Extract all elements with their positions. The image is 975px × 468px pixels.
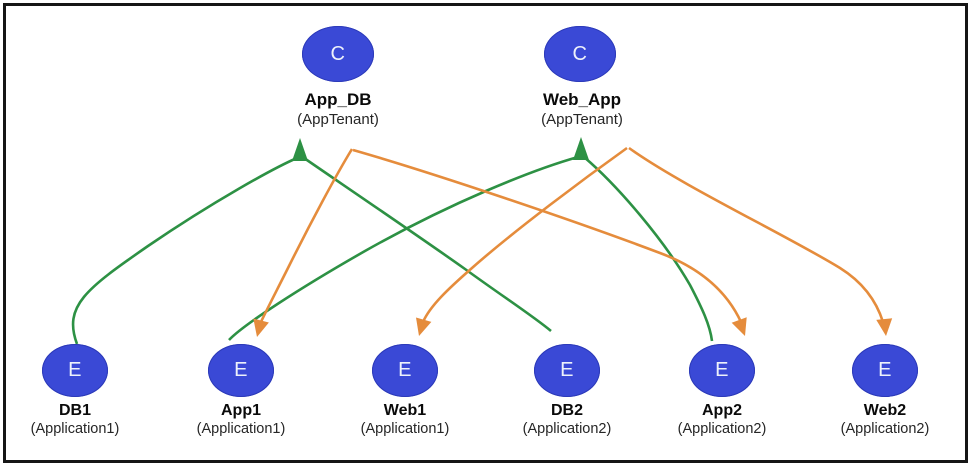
- endpoint-label-web2: Web2 (Application2): [815, 401, 955, 438]
- provider-edge-app1-to-web_app: [228, 155, 579, 341]
- endpoint-label-app1: App1 (Application1): [171, 401, 311, 438]
- consumer-arrowhead-app1: [253, 318, 269, 337]
- endpoint-application: (Application2): [677, 421, 767, 437]
- contract-badge: C: [572, 42, 588, 65]
- consumer-arrowhead-app2: [731, 317, 747, 336]
- contract-name: Web_App: [542, 90, 622, 109]
- consumer-arrowhead-web1: [415, 317, 432, 336]
- endpoint-name: App2: [702, 402, 742, 419]
- contract-node-app-db: C: [302, 26, 374, 82]
- endpoint-application: (Application1): [360, 421, 450, 437]
- endpoint-label-app2: App2 (Application2): [652, 401, 792, 438]
- consumer-edge-web_app-to-web2: [628, 146, 885, 323]
- endpoint-badge: E: [234, 359, 248, 381]
- provider-edge-db2-to-app_db: [303, 156, 552, 332]
- endpoint-application: (Application2): [522, 421, 612, 437]
- contract-tenant: (AppTenant): [297, 111, 379, 128]
- endpoint-name: DB1: [58, 402, 91, 419]
- endpoint-badge: E: [715, 359, 729, 381]
- endpoint-node-app1: E: [208, 344, 274, 397]
- consumer-edge-app_db-to-app1: [258, 148, 354, 325]
- endpoint-name: Web2: [863, 402, 907, 419]
- endpoint-badge: E: [68, 359, 82, 381]
- endpoint-name: Web1: [383, 402, 427, 419]
- consumer-arrowhead-web2: [876, 318, 893, 336]
- provider-arrowhead-web_app: [573, 137, 589, 160]
- endpoint-application: (Application1): [196, 421, 286, 437]
- contract-label-web-app: Web_App (AppTenant): [482, 90, 682, 129]
- endpoint-application: (Application2): [840, 421, 930, 437]
- contract-name: App_DB: [304, 90, 372, 109]
- endpoint-node-web1: E: [372, 344, 438, 397]
- endpoint-node-web2: E: [852, 344, 918, 397]
- contract-tenant: (AppTenant): [541, 111, 623, 128]
- endpoint-application: (Application1): [30, 421, 120, 437]
- endpoint-node-db2: E: [534, 344, 600, 397]
- endpoint-label-db2: DB2 (Application2): [497, 401, 637, 438]
- endpoint-badge: E: [398, 359, 412, 381]
- provider-edge-app2-to-web_app: [583, 156, 714, 342]
- endpoint-name: DB2: [550, 402, 583, 419]
- consumer-edge-web_app-to-web1: [421, 146, 628, 323]
- endpoint-badge: E: [878, 359, 892, 381]
- contract-label-app-db: App_DB (AppTenant): [238, 90, 438, 129]
- endpoint-label-web1: Web1 (Application1): [335, 401, 475, 438]
- endpoint-badge: E: [560, 359, 574, 381]
- contract-node-web-app: C: [544, 26, 616, 82]
- endpoint-label-db1: DB1 (Application1): [5, 401, 145, 438]
- provider-arrowhead-app_db: [292, 138, 308, 161]
- provider-edge-db1-to-app_db: [71, 156, 298, 345]
- consumer-edge-app_db-to-app2: [352, 148, 743, 323]
- endpoint-node-db1: E: [42, 344, 108, 397]
- endpoint-node-app2: E: [689, 344, 755, 397]
- endpoint-name: App1: [221, 402, 261, 419]
- contract-badge: C: [330, 42, 346, 65]
